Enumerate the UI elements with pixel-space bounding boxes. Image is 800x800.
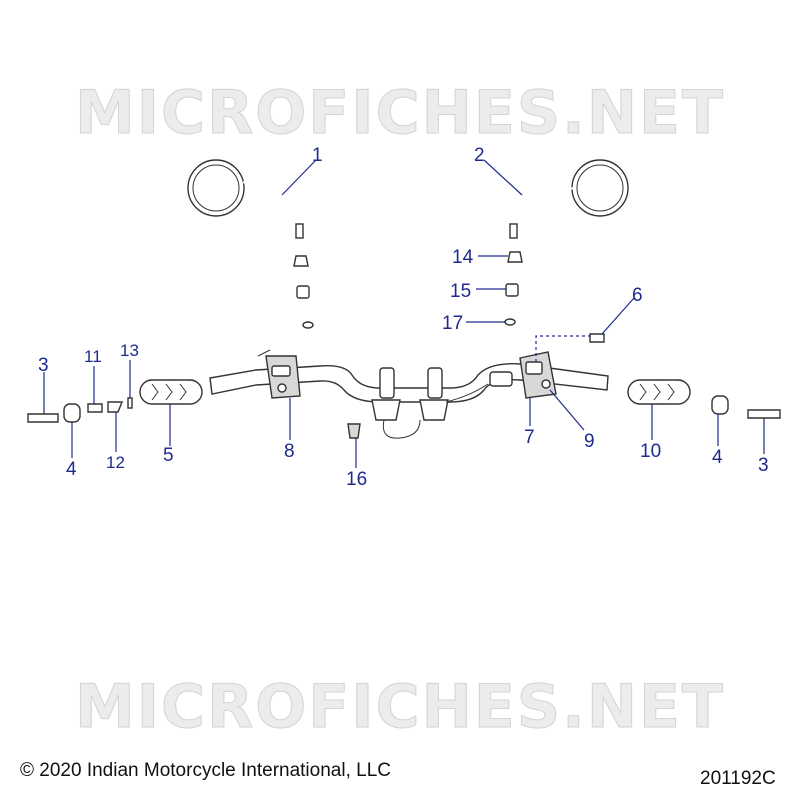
callout-9: 9 xyxy=(584,431,595,452)
callout-1: 1 xyxy=(312,145,323,166)
callout-13: 13 xyxy=(120,341,139,360)
callout-3-right: 3 xyxy=(758,455,769,476)
callout-10: 10 xyxy=(640,441,662,462)
callout-15: 15 xyxy=(450,281,472,302)
callout-6: 6 xyxy=(632,285,643,306)
callout-14: 14 xyxy=(452,247,474,268)
mirror-right[interactable] xyxy=(509,159,629,239)
right-bar-end-parts xyxy=(711,395,781,419)
callout-5: 5 xyxy=(163,445,174,466)
handlebar-clamps xyxy=(371,367,489,439)
mirror-left[interactable] xyxy=(187,159,304,239)
callout-4-right: 4 xyxy=(712,447,723,468)
leader-lines xyxy=(43,159,765,468)
callout-4-left: 4 xyxy=(66,459,77,480)
mirror-right-hardware xyxy=(504,251,523,326)
right-grip[interactable] xyxy=(627,379,691,405)
watermark-top: MICROFICHES.NET xyxy=(75,78,725,149)
callout-2: 2 xyxy=(474,145,485,166)
mirror-left-hardware xyxy=(293,255,314,329)
watermark-bottom: MICROFICHES.NET xyxy=(75,672,725,743)
connector-16 xyxy=(347,423,361,439)
left-grip[interactable] xyxy=(139,379,203,405)
left-switch-housing[interactable] xyxy=(257,349,301,399)
callout-12: 12 xyxy=(106,453,125,472)
callout-7: 7 xyxy=(524,427,535,448)
callout-11: 11 xyxy=(84,347,102,366)
diagram-number: 201192C xyxy=(700,768,776,789)
right-switch-housing[interactable] xyxy=(489,351,557,399)
callout-17: 17 xyxy=(442,313,464,334)
left-bar-end-parts xyxy=(27,397,133,423)
copyright-notice: © 2020 Indian Motorcycle International, … xyxy=(20,760,391,781)
callout-16: 16 xyxy=(346,469,368,490)
callout-8: 8 xyxy=(284,441,295,462)
callout-3-left: 3 xyxy=(38,355,49,376)
bracket-6 xyxy=(589,333,605,343)
